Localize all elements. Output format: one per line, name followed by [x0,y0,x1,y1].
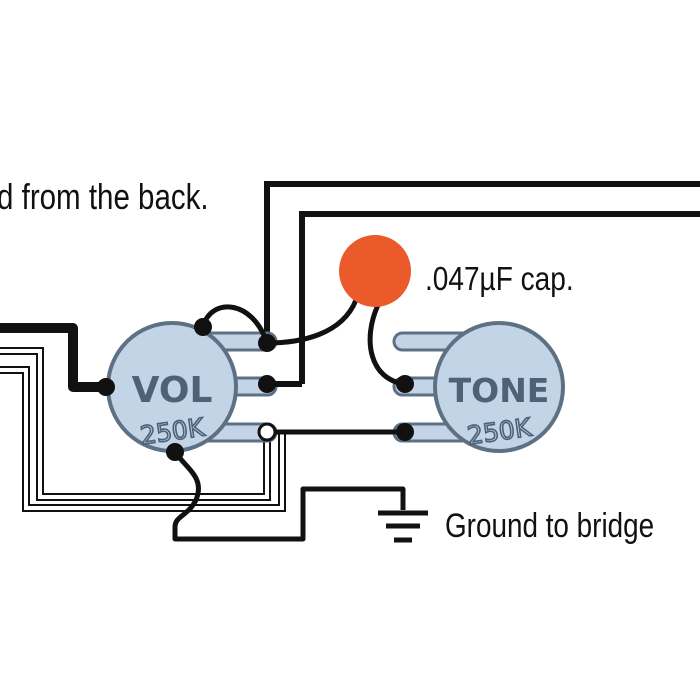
tone-pot-name: TONE [449,371,550,410]
solder-vol-lug-1 [258,334,276,352]
solder-points [97,318,414,461]
solder-tone-lug-3 [396,423,414,441]
input-wire [0,323,106,392]
volume-pot: VOL 250K [106,321,238,453]
solder-vol-case-bottom [166,443,184,461]
top-wire-inner [299,211,700,384]
ground-symbol [378,510,428,543]
solder-vol-lug-3 [257,422,277,442]
white-wire-1 [0,349,269,499]
solder-vol-lug-2 [258,375,276,393]
capacitor [339,235,411,307]
instruction-text: d from the back. [0,176,209,216]
capacitor-label: .047µF cap. [425,261,574,298]
white-wire-2 [0,368,284,510]
volume-pot-name: VOL [132,370,213,411]
tone-pot: TONE 250K [433,321,565,453]
ground-loop-wire [172,450,406,542]
ground-label: Ground to bridge [445,506,654,544]
cap-lead-right [367,303,406,387]
solder-vol-case-top [194,318,212,336]
top-wire-outer [264,181,700,335]
solder-tone-lug-2 [396,375,414,393]
cap-lead-left [266,298,359,346]
solder-vol-input [97,378,115,396]
